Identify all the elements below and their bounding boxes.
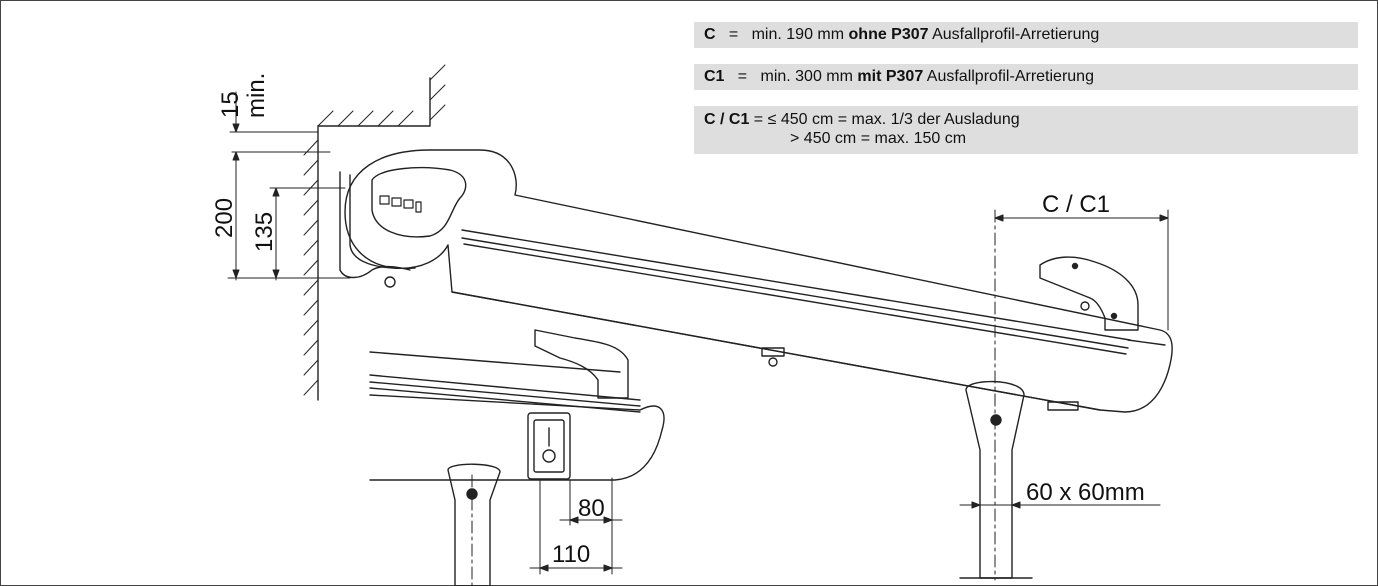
note-c: C = min. 190 mm ohne P307 Ausfallprofil-… <box>694 22 1358 48</box>
dim-200: 200 <box>211 198 238 238</box>
wall-hatching <box>303 64 446 401</box>
dimension-c-c1 <box>994 209 1169 331</box>
lock-bracket-right <box>1039 256 1139 331</box>
note-c-eq: = <box>728 26 739 43</box>
dim-135: 135 <box>251 212 278 252</box>
note-c-pre: min. 190 mm <box>751 26 845 43</box>
note-cc-line1: = ≤ 450 cm = max. 1/3 der Ausladung <box>753 111 1020 128</box>
dim-15: 15 <box>217 91 244 118</box>
note-c-c1: C / C1 = ≤ 450 cm = max. 1/3 der Ausladu… <box>694 106 1358 154</box>
note-c1-eq: = <box>737 68 748 85</box>
dim-110: 110 <box>552 541 590 568</box>
note-c1: C1 = min. 300 mm mit P307 Ausfallprofil-… <box>694 64 1358 90</box>
awning-cassette <box>339 149 1173 413</box>
note-c-label: C <box>704 26 716 43</box>
support-post-right <box>959 209 1033 581</box>
note-c1-post: Ausfallprofil-Arretierung <box>926 68 1094 85</box>
note-cc-label: C / C1 <box>704 111 750 128</box>
note-c-post: Ausfallprofil-Arretierung <box>932 26 1100 43</box>
dim-min: min. <box>243 73 270 118</box>
detail-view <box>369 329 665 586</box>
dim-post: 60 x 60mm <box>1026 479 1145 506</box>
dim-80: 80 <box>578 495 605 522</box>
note-c-bold: ohne P307 <box>848 26 929 43</box>
dimension-post <box>959 501 1161 509</box>
dimension-detail <box>529 477 623 575</box>
dim-c-c1: C / C1 <box>1042 191 1110 218</box>
note-c1-bold: mit P307 <box>857 68 924 85</box>
note-c1-pre: min. 300 mm <box>760 68 853 85</box>
note-c1-label: C1 <box>704 68 725 85</box>
note-cc-line2: > 450 cm = max. 150 cm <box>790 130 967 147</box>
dimension-left <box>227 91 351 281</box>
